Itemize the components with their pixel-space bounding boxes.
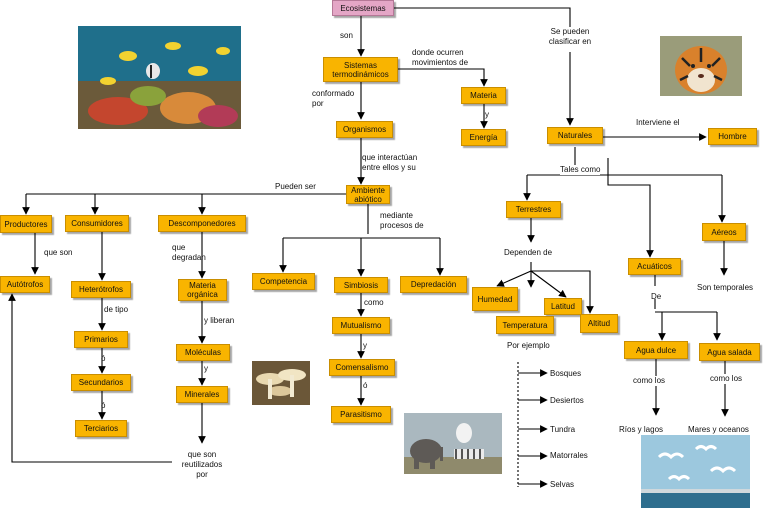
- label-que-degradan: que degradan: [172, 243, 206, 262]
- label-desiertos: Desiertos: [550, 396, 584, 405]
- label-rios-y-lagos: Ríos y lagos: [619, 425, 664, 434]
- node-materia: Materia: [461, 87, 506, 104]
- label-mediante-procesos: mediante procesos de: [380, 211, 424, 230]
- node-temperatura: Temperatura: [496, 316, 554, 334]
- label-de: De: [651, 292, 662, 301]
- label-como-los-salada: como los: [710, 374, 743, 384]
- label-mares-y-oceanos: Mares y oceanos: [688, 425, 749, 434]
- label-matorrales: Matorrales: [550, 451, 588, 460]
- label-son-temporales: Son temporales: [697, 283, 754, 292]
- label-como-los-dulce: como los: [633, 376, 666, 386]
- tiger-photo: [660, 36, 742, 96]
- node-secundarios: Secundarios: [71, 374, 131, 391]
- node-autotrofos: Autótrofos: [0, 276, 50, 293]
- node-naturales: Naturales: [547, 127, 603, 144]
- label-y-mutualismo: y: [363, 341, 367, 350]
- node-primarios: Primarios: [74, 331, 128, 348]
- node-comensalismo: Comensalismo: [329, 359, 395, 376]
- node-terrestres: Terrestres: [506, 201, 561, 218]
- label-y-moleculas: y: [204, 364, 208, 373]
- node-moleculas: Moléculas: [176, 344, 230, 361]
- label-tales-como: Tales como: [560, 165, 601, 175]
- node-hombre: Hombre: [708, 128, 757, 145]
- node-minerales: Minerales: [176, 386, 228, 403]
- label-y-energia: y: [485, 110, 489, 119]
- savanna-animals-photo: [404, 413, 502, 474]
- node-terciarios: Terciarios: [75, 420, 127, 437]
- node-parasitismo: Parasitismo: [331, 406, 391, 423]
- node-materia-organica: Materia orgánica: [178, 279, 227, 301]
- mushrooms-photo: [252, 361, 310, 405]
- label-que-interactuan: que interactúan entre ellos y su: [362, 153, 418, 172]
- label-reutilizados-por: que son reutilizados por: [181, 450, 223, 479]
- label-se-pueden-clasificar: Se pueden clasificar en: [548, 27, 592, 46]
- label-bosques: Bosques: [550, 369, 582, 378]
- label-dependen-de: Dependen de: [504, 248, 553, 257]
- node-organismos: Organismos: [336, 121, 393, 138]
- node-mutualismo: Mutualismo: [332, 317, 390, 334]
- label-pueden-ser: Pueden ser: [275, 182, 316, 192]
- node-ambiente-abiotico: Ambiente abiótico: [346, 185, 390, 204]
- label-por-ejemplo: Por ejemplo: [507, 341, 550, 350]
- node-productores: Productores: [0, 215, 52, 233]
- label-como-simbiosis: como: [364, 298, 384, 307]
- node-ecosistemas: Ecosistemas: [332, 0, 394, 16]
- node-agua-dulce: Agua dulce: [624, 341, 688, 359]
- node-aereos: Aéreos: [702, 223, 746, 241]
- coral-reef-photo: [78, 26, 241, 129]
- node-descomponedores: Descomponedores: [158, 215, 246, 232]
- label-o-secundarios: ó: [101, 401, 106, 410]
- label-que-son: que son: [44, 248, 73, 257]
- label-donde-ocurren: donde ocurren movimientos de: [412, 48, 469, 67]
- label-conformado-por: conformado por: [312, 89, 355, 108]
- node-agua-salada: Agua salada: [699, 343, 760, 361]
- label-son: son: [340, 31, 353, 40]
- seagulls-photo: [641, 435, 750, 508]
- label-selvas: Selvas: [550, 480, 575, 489]
- label-tundra: Tundra: [550, 425, 576, 434]
- label-o-primarios: ó: [101, 354, 106, 363]
- node-depredacion: Depredación: [400, 276, 467, 293]
- node-simbiosis: Simbiosis: [334, 277, 388, 293]
- node-competencia: Competencia: [252, 273, 315, 290]
- node-humedad: Humedad: [472, 287, 518, 311]
- label-o-comensalismo: ó: [363, 381, 368, 390]
- label-y-liberan: y liberan: [204, 316, 235, 325]
- node-acuaticos: Acuáticos: [628, 258, 681, 275]
- node-latitud: Latitud: [544, 298, 582, 315]
- node-altitud: Altitud: [580, 314, 618, 333]
- label-de-tipo: de tipo: [104, 305, 129, 314]
- label-interviene-el: Interviene el: [636, 118, 680, 127]
- node-energia: Energía: [461, 129, 506, 146]
- node-sistemas-termodinamicos: Sistemas termodinámicos: [323, 57, 398, 82]
- node-consumidores: Consumidores: [65, 215, 129, 232]
- node-heterotrofos: Heterótrofos: [71, 281, 131, 298]
